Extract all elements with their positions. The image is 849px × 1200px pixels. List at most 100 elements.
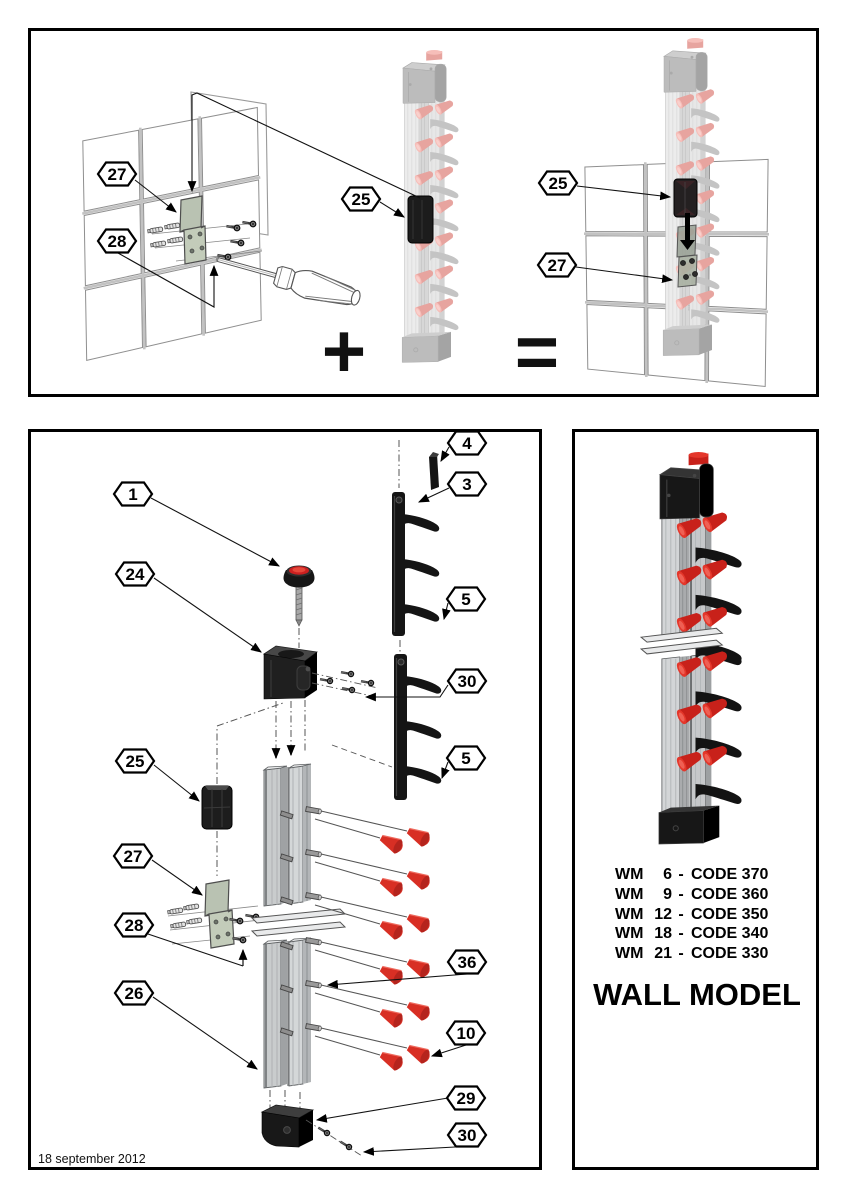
svg-text:5: 5 [461, 749, 470, 768]
leader-bracket-25 [379, 201, 405, 218]
leader-5-upper [442, 602, 451, 621]
svg-text:28: 28 [125, 916, 144, 935]
callout-28: 28 [113, 912, 155, 938]
svg-text:27: 27 [108, 165, 127, 184]
anchor-plugs [147, 222, 184, 248]
svg-text:25: 25 [352, 190, 371, 209]
svg-text:WM: WM [615, 906, 643, 923]
leader-mounted-25 [576, 185, 672, 201]
svg-text:WM: WM [615, 886, 643, 903]
anchor-plug [167, 236, 184, 244]
break-plate [250, 921, 347, 937]
svg-text:-: - [678, 925, 683, 942]
leader-plate-27 [134, 179, 177, 213]
screw [226, 224, 241, 232]
centerline [216, 702, 284, 727]
slide-down-arrow [680, 213, 695, 250]
code-row: WM 18 - CODE 340 [615, 925, 768, 942]
screw [360, 679, 375, 687]
svg-text:3: 3 [462, 475, 471, 494]
svg-text:1: 1 [128, 485, 137, 504]
leader-36 [326, 973, 468, 989]
mounting-plate [179, 195, 207, 265]
svg-text:-: - [678, 886, 683, 903]
callout-25: 25 [114, 748, 156, 774]
code-row: WM 9 - CODE 360 [615, 886, 768, 903]
code-row: WM 6 - CODE 370 [615, 866, 768, 883]
centerline [305, 1119, 363, 1157]
svg-text:-: - [678, 866, 683, 883]
plus-sign: + [322, 309, 366, 394]
svg-text:CODE 350: CODE 350 [691, 906, 768, 923]
profile-lower-segment [262, 937, 312, 1089]
panel-wall-model: WM 6 - CODE 370 WM 9 - CODE 360 WM 12 - … [572, 429, 819, 1170]
svg-text:12: 12 [654, 906, 672, 923]
callout-27-mounted: 27 [536, 252, 578, 278]
anchor-plug [183, 903, 200, 911]
screw [232, 936, 247, 944]
svg-text:30: 30 [458, 672, 477, 691]
anchor-plug [147, 226, 164, 234]
leader-29 [315, 1097, 449, 1123]
callout-28-anchors: 28 [96, 228, 138, 254]
callout-10: 10 [445, 1020, 487, 1046]
leader-mounted-27 [575, 266, 674, 284]
callout-5a: 5 [445, 586, 487, 612]
profile-upper-segment [262, 763, 312, 907]
leader-bracket-to-plate [187, 92, 421, 199]
svg-text:5: 5 [461, 590, 470, 609]
svg-text:WM: WM [615, 866, 643, 883]
leader-5-lower [441, 761, 450, 780]
screw [229, 917, 244, 925]
anchor-plug [170, 921, 187, 929]
svg-text:WM: WM [615, 925, 643, 942]
mount-dash-line [331, 744, 393, 768]
leader-26 [152, 996, 258, 1070]
svg-text:28: 28 [108, 232, 127, 251]
bracket-mounted [673, 178, 698, 218]
tile-wall-right [583, 158, 770, 388]
svg-text:30: 30 [458, 1126, 477, 1145]
svg-text:CODE 340: CODE 340 [691, 925, 768, 942]
svg-text:21: 21 [654, 945, 672, 962]
svg-text:CODE 360: CODE 360 [691, 886, 768, 903]
svg-text:9: 9 [663, 886, 672, 903]
anchor-plug [186, 917, 203, 925]
exploded-end-stop [429, 452, 439, 490]
leader-27 [151, 859, 203, 896]
exploded-anchors [167, 903, 203, 929]
panel-installation-steps: + = 27 28 25 25 27 [28, 28, 819, 397]
svg-text:18: 18 [654, 925, 672, 942]
svg-text:6: 6 [663, 866, 672, 883]
leader-3 [418, 487, 450, 503]
callout-27-plate: 27 [96, 161, 138, 187]
exploded-bracket [201, 785, 233, 830]
callout-4: 4 [446, 430, 488, 456]
screw [230, 239, 245, 247]
screwdriver [215, 256, 361, 306]
svg-text:WM: WM [615, 945, 643, 962]
exploded-bottom-cap [260, 1104, 315, 1148]
svg-text:24: 24 [126, 565, 145, 584]
svg-text:25: 25 [549, 174, 568, 193]
anchor-plug [167, 907, 184, 915]
anchor-plug [150, 240, 167, 248]
callout-27: 27 [112, 843, 154, 869]
hook-rail-lower [394, 654, 442, 800]
leader-4 [440, 446, 450, 462]
leader-30-lower [362, 1146, 456, 1156]
equals-sign: = [515, 310, 559, 395]
callout-24: 24 [114, 561, 156, 587]
svg-text:27: 27 [548, 256, 567, 275]
exploded-wall-plate [204, 879, 235, 949]
callout-25-mounted: 25 [537, 170, 579, 196]
exploded-top-cap [262, 645, 319, 700]
code-row: WM 21 - CODE 330 [615, 945, 768, 962]
leader-1 [150, 497, 280, 567]
centerline [311, 682, 373, 697]
callout-30a: 30 [446, 668, 488, 694]
hook-rail-upper [392, 492, 440, 636]
wall-model-title: WALL MODEL [593, 977, 801, 1012]
bracket-highlight-middle [407, 195, 434, 244]
